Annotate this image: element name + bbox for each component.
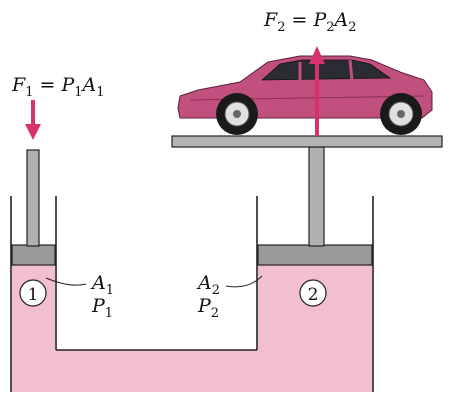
pressure-label-p2: P2 xyxy=(197,295,219,321)
force-label-f2: F2 = P2A2 xyxy=(263,9,357,35)
force-arrow-up xyxy=(309,46,325,136)
position-marker-2: 2 xyxy=(299,279,327,307)
area-label-a2: A2 xyxy=(196,272,220,298)
svg-text:1: 1 xyxy=(28,285,39,305)
small-piston-head xyxy=(11,244,56,266)
car-illustration xyxy=(177,55,433,135)
force-label-f1: F1 = P1A1 xyxy=(11,74,105,100)
area-label-a1: A1 xyxy=(90,272,114,298)
leader-line-a2 xyxy=(225,275,263,288)
large-piston-head xyxy=(257,244,373,266)
large-piston-rod xyxy=(308,146,325,247)
position-marker-1: 1 xyxy=(19,279,47,307)
pressure-label-p1: P1 xyxy=(91,295,113,321)
container-walls xyxy=(10,196,374,392)
car-window xyxy=(260,59,392,81)
force-arrow-down xyxy=(25,100,41,140)
svg-text:2: 2 xyxy=(308,285,319,305)
lift-platform xyxy=(171,135,443,148)
hydraulic-fluid xyxy=(12,265,372,392)
leader-line-a1 xyxy=(45,277,87,286)
small-piston-rod xyxy=(26,149,40,247)
